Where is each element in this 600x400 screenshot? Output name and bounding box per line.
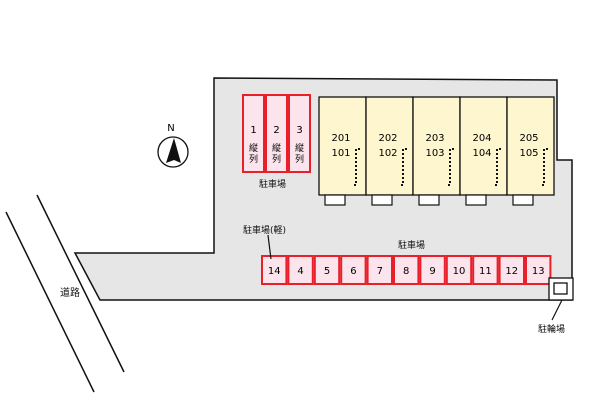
unit-block	[318, 96, 367, 196]
unit-number-upper: 201	[331, 133, 350, 144]
unit-partition	[446, 148, 454, 186]
tandem-label-char-1: 縦	[249, 142, 258, 154]
unit-block	[459, 96, 508, 196]
parking-space	[261, 255, 288, 285]
unit-number-upper: 203	[425, 133, 444, 144]
parking-row: 14 4 5 6 7 8 9 10 11 12 13	[261, 255, 552, 285]
parking-space-number: 12	[505, 266, 518, 277]
bicycle-parking-pointer	[551, 299, 563, 321]
unit-number-lower: 102	[378, 148, 397, 159]
unit-number-upper: 204	[472, 133, 491, 144]
tandem-label-char-2: 列	[272, 153, 281, 165]
light-parking-pointer	[267, 234, 272, 260]
parking-space-number: 4	[297, 266, 303, 277]
parking-space	[419, 255, 446, 285]
parking-space	[445, 255, 473, 285]
parking-space-number: 3	[296, 125, 302, 136]
parking-space-number: 9	[429, 266, 435, 277]
bicycle-parking-label: 駐輪場	[538, 325, 566, 335]
parking-label-top: 駐車場	[259, 180, 287, 190]
parking-space	[366, 255, 394, 285]
unit-partition	[399, 148, 407, 186]
unit-entrance-step	[465, 194, 487, 206]
unit-entrance-step	[371, 194, 393, 206]
unit-block	[506, 96, 555, 196]
parking-space-number: 6	[350, 266, 356, 277]
unit-block	[412, 96, 461, 196]
unit-number-lower: 103	[425, 148, 444, 159]
unit-partition	[493, 148, 501, 186]
parking-space	[340, 255, 367, 285]
unit-number-upper: 205	[519, 133, 538, 144]
unit-partition	[352, 148, 360, 186]
compass-needle	[166, 138, 181, 163]
unit-partition	[540, 148, 548, 186]
unit-number-lower: 105	[519, 148, 538, 159]
compass-label: N	[167, 123, 174, 134]
parking-space-number: 11	[479, 266, 492, 277]
parking-space	[525, 255, 552, 285]
parking-label-main: 駐車場	[398, 241, 426, 251]
tandem-label-char-1: 縦	[295, 142, 304, 154]
unit-number-upper: 202	[378, 133, 397, 144]
parking-space-number: 7	[377, 266, 383, 277]
compass: N	[157, 123, 189, 168]
parking-label-light: 駐車場(軽)	[243, 226, 287, 236]
unit-entrance-step	[324, 194, 346, 206]
tandem-label-char-1: 縦	[272, 142, 281, 154]
tandem-label-char-2: 列	[249, 153, 258, 165]
unit-block	[365, 96, 414, 196]
parking-space-number: 8	[403, 266, 409, 277]
parking-space-number: 2	[273, 125, 279, 136]
parking-space	[498, 255, 526, 285]
parking-space-number: 10	[453, 266, 466, 277]
tandem-parking-space	[288, 94, 311, 173]
parking-space-number: 1	[250, 125, 256, 136]
parking-space	[287, 255, 314, 285]
parking-space	[313, 255, 341, 285]
parking-space-number: 5	[324, 266, 330, 277]
parking-space	[472, 255, 499, 285]
tandem-parking-space	[242, 94, 265, 173]
parking-space-number: 14	[268, 266, 281, 277]
tandem-parking-space	[265, 94, 288, 173]
road-edge-left	[5, 211, 95, 393]
unit-number-lower: 104	[472, 148, 491, 159]
unit-entrance-step	[418, 194, 440, 206]
parking-space-number: 13	[532, 266, 545, 277]
apartment-building: 201 101 202 102 203 103 204 104 205 105	[318, 96, 555, 206]
road-edge-right	[36, 194, 125, 373]
bicycle-parking-inner	[553, 282, 568, 295]
tandem-label-char-2: 列	[295, 153, 304, 165]
parking-space	[393, 255, 420, 285]
unit-number-lower: 101	[331, 148, 350, 159]
road-label: 道路	[60, 288, 80, 299]
unit-entrance-step	[512, 194, 534, 206]
